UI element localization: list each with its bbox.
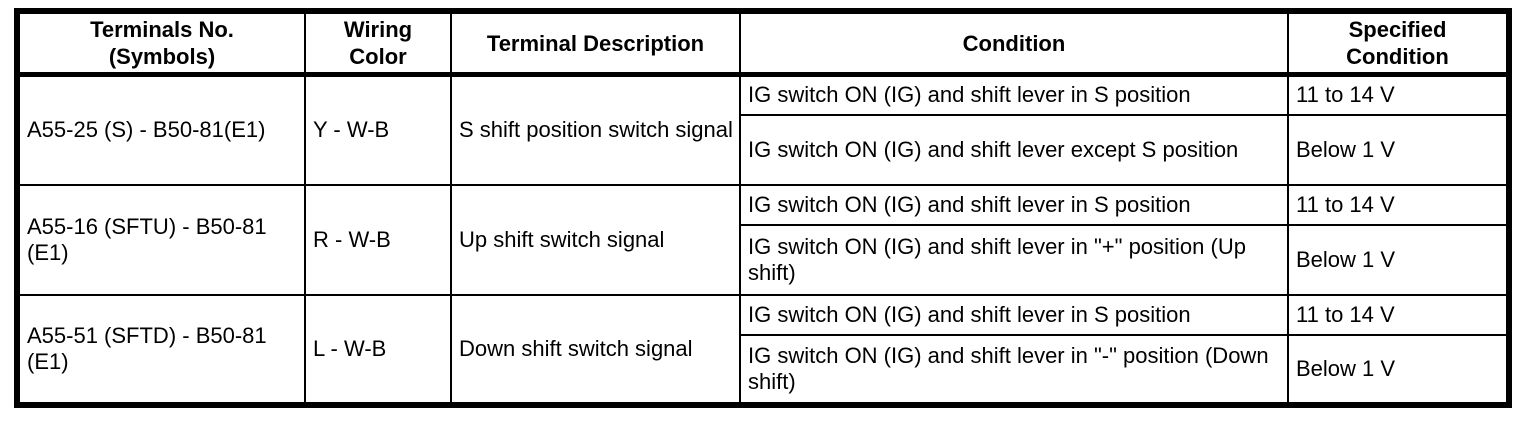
- cell-specified-condition: Below 1 V: [1287, 333, 1510, 406]
- cell-specified-condition: 11 to 14 V: [1287, 293, 1510, 336]
- table-row: A55-16 (SFTU) - B50-81 (E1) R - W-B Up s…: [16, 183, 1510, 296]
- cell-terminals: A55-16 (SFTU) - B50-81 (E1): [16, 183, 306, 296]
- table-row: A55-25 (S) - B50-81(E1) Y - W-B S shift …: [16, 73, 1510, 186]
- header-specified-condition: Specified Condition: [1287, 10, 1510, 77]
- header-wiring-color: Wiring Color: [304, 10, 452, 77]
- cell-wiring-color: R - W-B: [304, 183, 452, 296]
- cell-specified-condition: 11 to 14 V: [1287, 73, 1510, 116]
- cell-specified-condition: Below 1 V: [1287, 223, 1510, 296]
- cell-terminals: A55-51 (SFTD) - B50-81 (E1): [16, 293, 306, 406]
- cell-condition: IG switch ON (IG) and shift lever in "+"…: [739, 223, 1289, 296]
- cell-terminal-description: Down shift switch signal: [450, 293, 741, 406]
- cell-wiring-color: L - W-B: [304, 293, 452, 406]
- terminal-spec-table: Terminals No. (Symbols) Wiring Color Ter…: [14, 8, 1512, 408]
- table-row: IG switch ON (IG) and shift lever except…: [17, 113, 1510, 186]
- table-row: IG switch ON (IG) and shift lever in "+"…: [17, 223, 1510, 296]
- cell-specified-condition: 11 to 14 V: [1287, 183, 1510, 226]
- header-terminals-no: Terminals No. (Symbols): [16, 10, 306, 77]
- header-condition: Condition: [739, 10, 1289, 77]
- cell-condition: IG switch ON (IG) and shift lever in "-"…: [739, 333, 1289, 406]
- cell-condition: IG switch ON (IG) and shift lever except…: [739, 113, 1289, 186]
- table-row: A55-51 (SFTD) - B50-81 (E1) L - W-B Down…: [16, 293, 1510, 406]
- header-row: Terminals No. (Symbols) Wiring Color Ter…: [16, 10, 1510, 77]
- table-row: IG switch ON (IG) and shift lever in "-"…: [17, 333, 1510, 406]
- cell-wiring-color: Y - W-B: [304, 73, 452, 186]
- cell-condition: IG switch ON (IG) and shift lever in S p…: [739, 293, 1289, 336]
- cell-terminal-description: Up shift switch signal: [450, 183, 741, 296]
- header-terminal-description: Terminal Description: [450, 10, 741, 77]
- cell-terminal-description: S shift position switch signal: [450, 73, 741, 186]
- cell-terminals: A55-25 (S) - B50-81(E1): [16, 73, 306, 186]
- cell-specified-condition: Below 1 V: [1287, 113, 1510, 186]
- cell-condition: IG switch ON (IG) and shift lever in S p…: [739, 73, 1289, 116]
- cell-condition: IG switch ON (IG) and shift lever in S p…: [739, 183, 1289, 226]
